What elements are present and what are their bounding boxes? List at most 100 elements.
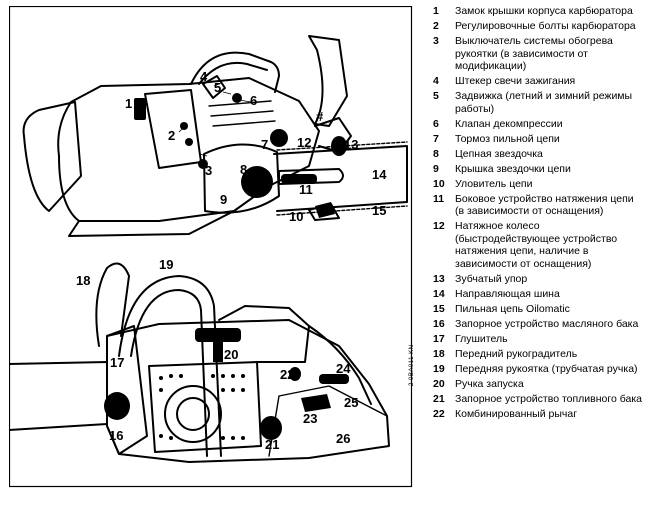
- tension-wheel: [270, 129, 288, 147]
- callout-1: 1: [125, 96, 133, 111]
- legend-number: 4: [433, 75, 439, 88]
- upper-black-parts: [134, 93, 347, 218]
- callout-18: 18: [76, 273, 91, 288]
- lower-rear-handle: [308, 325, 372, 405]
- lower-chainsaw-drawing: [9, 262, 390, 463]
- legend-text: Уловитель цепи: [455, 177, 533, 190]
- sprocket-hub: [241, 166, 273, 198]
- legend-item: 4 Штекер свечи зажигания: [433, 75, 645, 88]
- callout-9: 9: [220, 192, 228, 207]
- legend-item: 8 Цепная звездочка: [433, 148, 645, 161]
- callout-24: 24: [336, 361, 351, 376]
- callout-10: 10: [289, 209, 304, 224]
- lower-guide-bar: [9, 361, 108, 431]
- legend-text: Тормоз пильной цепи: [455, 132, 560, 145]
- callout-26: 26: [336, 431, 351, 446]
- legend-text: Клапан декомпрессии: [455, 117, 563, 130]
- legend-number: 19: [433, 362, 445, 375]
- legend-number: 22: [433, 407, 445, 420]
- legend-text: Штекер свечи зажигания: [455, 75, 576, 88]
- legend-item: 20 Ручка запуска: [433, 378, 645, 391]
- legend-list: 1 Замок крышки корпуса карбюратора 2 Регули…: [433, 5, 645, 423]
- lower-flywheel-ring: [164, 385, 222, 443]
- legend-number: 7: [433, 132, 439, 145]
- callout-12: 12: [297, 135, 312, 150]
- fuel-tank-cap: [260, 416, 282, 440]
- legend-number: 20: [433, 377, 445, 390]
- carburetor-lock-knob: [134, 98, 146, 120]
- legend-text: Регулировочные болты карбюратора: [455, 19, 636, 32]
- lower-front-handle: [118, 275, 222, 457]
- combination-lever: [289, 367, 301, 381]
- adjust-screw-2: [185, 138, 193, 146]
- legend-number: 17: [433, 332, 445, 345]
- legend-text: Запорное устройство масляного бака: [455, 317, 639, 330]
- lower-fan-cover: [148, 361, 262, 453]
- tension-screw: [281, 174, 317, 184]
- legend-number: 3: [433, 34, 439, 47]
- legend-number: 14: [433, 287, 445, 300]
- legend-text: Замок крышки корпуса карбюратора: [455, 5, 633, 17]
- legend-number: 6: [433, 117, 439, 130]
- callout-5: 5: [214, 80, 222, 95]
- legend-text: Ручка запуска: [455, 377, 524, 390]
- lower-black-parts: [104, 328, 349, 440]
- chain-brake-grip: [331, 136, 347, 156]
- legend-number: 11: [433, 192, 445, 205]
- legend-item: 6 Клапан декомпрессии: [433, 118, 645, 131]
- adjust-screw-1: [180, 122, 188, 130]
- legend-number: 5: [433, 90, 439, 103]
- legend-item: 16 Запорное устройство масляного бака: [433, 318, 645, 331]
- legend-number: 1: [433, 5, 439, 17]
- legend-text: Крышка звездочки цепи: [455, 162, 571, 175]
- leader-lines: [137, 83, 252, 157]
- callout-8: 8: [240, 162, 248, 177]
- oil-tank-cap: [104, 392, 130, 420]
- throttle-lockout: [301, 394, 331, 412]
- legend-number: 18: [433, 347, 445, 360]
- legend-number: 9: [433, 162, 439, 175]
- legend-text: Комбинированный рычаг: [455, 407, 578, 420]
- legend-item: 9 Крышка звездочки цепи: [433, 163, 645, 176]
- throttle-trigger: [319, 374, 349, 384]
- callout-6: 6: [250, 93, 258, 108]
- callout-2: 2: [168, 128, 176, 143]
- legend-number: 8: [433, 147, 439, 160]
- legend-number: 16: [433, 317, 445, 330]
- legend-item: 17 Глушитель: [433, 333, 645, 346]
- lower-grill-dots: [159, 374, 245, 440]
- legend-text: Натяжное колесо (быстродействующее устро…: [455, 220, 618, 270]
- callout-16: 16: [109, 428, 124, 443]
- chain-catcher-tip: [315, 202, 335, 218]
- legend-text: Передняя рукоятка (трубчатая ручка): [455, 362, 638, 375]
- callout-21: 21: [265, 437, 280, 452]
- upper-sprocket-cover: [203, 143, 280, 214]
- callout-3: 3: [205, 163, 213, 178]
- callout-14: 14: [372, 167, 387, 182]
- legend-text: Передний рукоградитель: [455, 347, 578, 360]
- starter-grip-stem: [213, 340, 223, 362]
- callout-25: 25: [344, 395, 359, 410]
- legend-item: 22 Комбинированный рычаг: [433, 408, 645, 421]
- callout-hash: #: [316, 109, 324, 124]
- legend-number: 21: [433, 392, 445, 405]
- legend-item: 18 Передний рукоградитель: [433, 348, 645, 361]
- legend-text: Цепная звездочка: [455, 147, 543, 160]
- callout-23: 23: [303, 411, 318, 426]
- legend-text: Глушитель: [455, 332, 508, 345]
- legend-number: 12: [433, 220, 445, 233]
- callout-19: 19: [159, 257, 174, 272]
- legend-number: 15: [433, 302, 445, 315]
- callout-22: 22: [280, 367, 295, 382]
- legend-text: Зубчатый упор: [455, 272, 528, 285]
- callout-4: 4: [200, 69, 208, 84]
- legend-item: 1 Замок крышки корпуса карбюратора: [433, 5, 645, 18]
- legend-number: 2: [433, 19, 439, 32]
- lower-hand-guard: [95, 262, 130, 347]
